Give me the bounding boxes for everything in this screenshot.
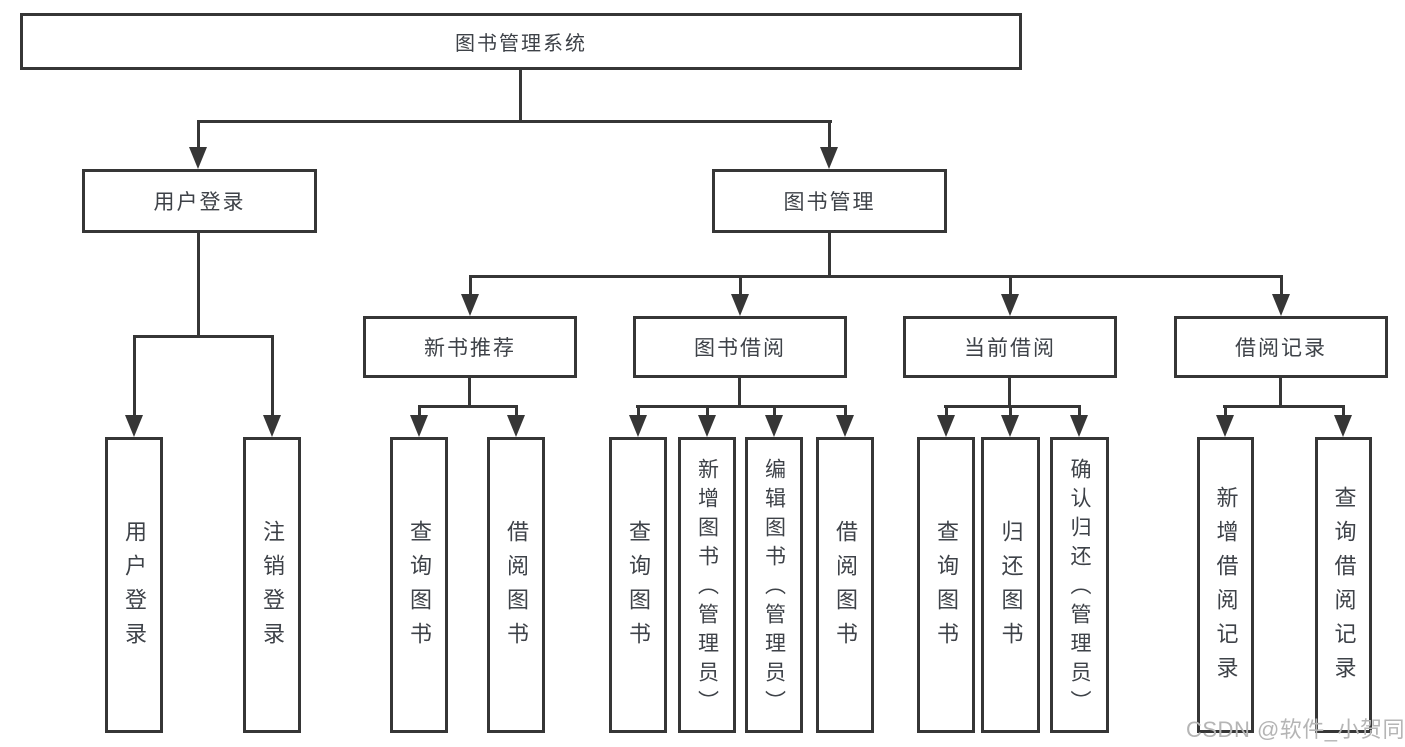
connector-line — [828, 120, 831, 148]
node-label: 新书推荐 — [424, 337, 516, 360]
connector-line — [519, 70, 522, 120]
leaf-query-books-current: 查询图书 — [917, 437, 975, 733]
leaf-add-book-admin: 新增图书（管理员） — [678, 437, 736, 733]
arrowhead-down-icon — [1001, 415, 1019, 437]
arrowhead-down-icon — [1070, 415, 1088, 437]
arrowhead-down-icon — [629, 415, 647, 437]
connector-line — [1009, 405, 1012, 416]
node-label: 图书管理系统 — [455, 33, 587, 55]
connector-line — [1279, 378, 1282, 406]
connector-line — [773, 405, 776, 416]
connector-line — [636, 405, 847, 408]
leaf-query-books-borrowing: 查询图书 — [609, 437, 667, 733]
node-book-borrowing: 图书借阅 — [633, 316, 847, 378]
arrowhead-down-icon — [189, 147, 207, 169]
connector-line — [844, 405, 847, 416]
arrowhead-down-icon — [1216, 415, 1234, 437]
arrowhead-down-icon — [937, 415, 955, 437]
node-new-book-recommend: 新书推荐 — [363, 316, 577, 378]
connector-line — [1223, 405, 1345, 408]
connector-line — [738, 378, 741, 406]
connector-line — [1078, 405, 1081, 416]
leaf-borrow-books-borrowing: 借阅图书 — [816, 437, 874, 733]
arrowhead-down-icon — [1272, 294, 1290, 316]
arrowhead-down-icon — [125, 415, 143, 437]
connector-line — [271, 335, 274, 416]
connector-line — [944, 405, 1081, 408]
connector-line — [706, 405, 709, 416]
arrowhead-down-icon — [836, 415, 854, 437]
connector-line — [133, 335, 136, 416]
arrowhead-down-icon — [507, 415, 525, 437]
connector-line — [945, 405, 948, 416]
leaf-logout: 注销登录 — [243, 437, 301, 733]
leaf-user-login: 用户登录 — [105, 437, 163, 733]
leaf-return-book: 归还图书 — [981, 437, 1040, 733]
arrowhead-down-icon — [1001, 294, 1019, 316]
connector-line — [418, 405, 518, 408]
connector-line — [1342, 405, 1345, 416]
node-current-borrowing: 当前借阅 — [903, 316, 1117, 378]
connector-line — [1009, 275, 1012, 295]
arrowhead-down-icon — [765, 415, 783, 437]
arrowhead-down-icon — [698, 415, 716, 437]
connector-line — [133, 335, 274, 338]
arrowhead-down-icon — [263, 415, 281, 437]
node-label: 当前借阅 — [964, 337, 1056, 360]
leaf-edit-book-admin: 编辑图书（管理员） — [745, 437, 803, 733]
arrowhead-down-icon — [1334, 415, 1352, 437]
node-borrowing-records: 借阅记录 — [1174, 316, 1388, 378]
connector-line — [197, 120, 200, 148]
node-book-management-branch: 图书管理 — [712, 169, 947, 233]
connector-line — [1224, 405, 1227, 416]
connector-line — [468, 378, 471, 406]
connector-line — [828, 233, 831, 276]
node-root-system: 图书管理系统 — [20, 13, 1022, 70]
node-label: 图书管理 — [783, 191, 876, 214]
arrowhead-down-icon — [410, 415, 428, 437]
node-label: 图书借阅 — [694, 337, 786, 360]
leaf-borrow-books-recommend: 借阅图书 — [487, 437, 545, 733]
leaf-add-borrow-record: 新增借阅记录 — [1197, 437, 1254, 733]
leaf-confirm-return-admin: 确认归还（管理员） — [1050, 437, 1109, 733]
arrowhead-down-icon — [731, 294, 749, 316]
csdn-watermark: CSDN @软件_小贺同学 — [1186, 717, 1405, 742]
arrowhead-down-icon — [820, 147, 838, 169]
leaf-query-books-recommend: 查询图书 — [390, 437, 448, 733]
connector-line — [739, 275, 742, 295]
node-user-login-branch: 用户登录 — [82, 169, 317, 233]
connector-line — [515, 405, 518, 416]
connector-line — [469, 275, 472, 295]
connector-line — [469, 275, 1283, 278]
connector-line — [1008, 378, 1011, 406]
connector-line — [197, 120, 832, 123]
arrowhead-down-icon — [461, 294, 479, 316]
connector-line — [197, 233, 200, 336]
connector-line — [418, 405, 421, 416]
node-label: 借阅记录 — [1235, 337, 1327, 360]
leaf-query-borrow-record: 查询借阅记录 — [1315, 437, 1372, 733]
connector-line — [1280, 275, 1283, 295]
node-label: 用户登录 — [153, 191, 246, 214]
connector-line — [637, 405, 640, 416]
